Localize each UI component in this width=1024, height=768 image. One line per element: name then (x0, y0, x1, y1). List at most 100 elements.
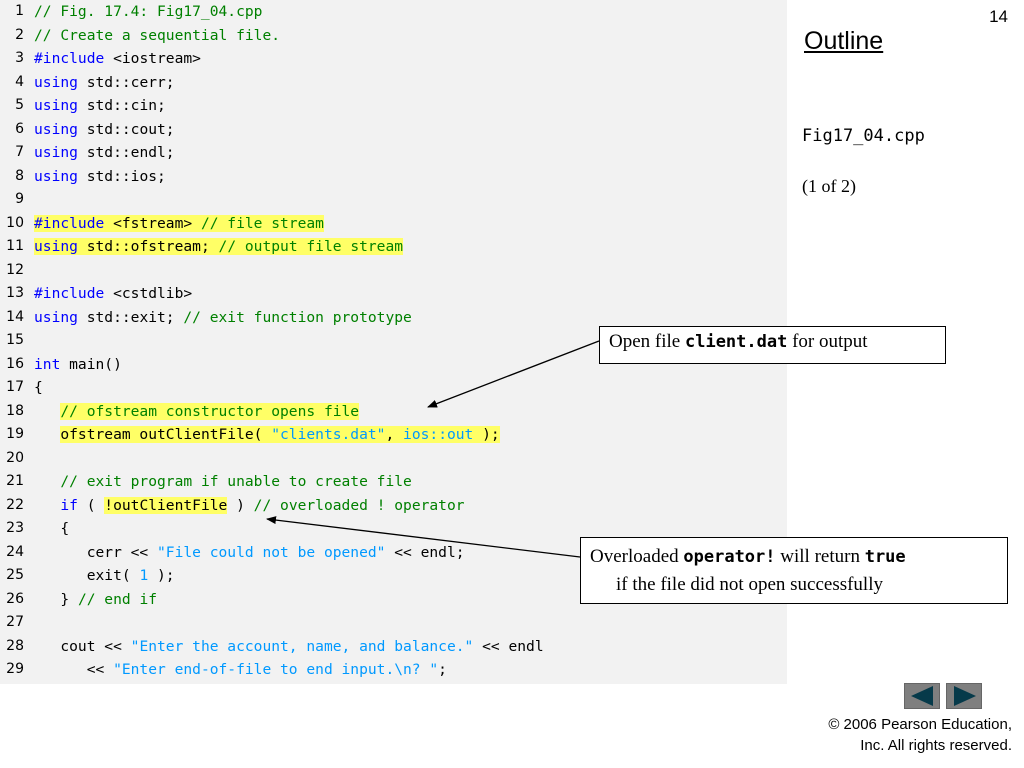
line-number: 15 (6, 332, 24, 348)
arrow-to-constructor (427, 340, 600, 408)
callout-text: will return (775, 546, 865, 567)
line-code: int main() (34, 353, 122, 377)
code-token: // overloaded ! operator (253, 496, 465, 514)
callout-open-file: Open file client.dat for output (599, 326, 946, 364)
code-token: int (34, 355, 61, 373)
code-line: 11 using std::ofstream; // output file st… (0, 235, 787, 259)
code-line: 24 cerr << "File could not be opened" <<… (0, 541, 787, 565)
line-number: 3 (15, 50, 24, 66)
next-slide-button[interactable] (946, 683, 982, 709)
line-number: 11 (6, 238, 24, 254)
code-token: using (34, 167, 78, 185)
code-token: // end if (77, 590, 158, 608)
callout-text: Overloaded (590, 546, 684, 567)
code-token: !outClientFile (104, 496, 228, 514)
line-code: #include <iostream> (34, 47, 201, 71)
code-token: ofstream outClientFile( (60, 426, 272, 443)
code-token: std::cout; (77, 120, 175, 138)
code-token: , (385, 426, 404, 443)
file-name: Fig17_04.cpp (802, 126, 925, 146)
line-code: using std::ofstream; // output file stre… (34, 235, 404, 259)
code-token: "clients.dat" (271, 426, 386, 443)
line-code: using std::cout; (34, 118, 175, 142)
callout-code: true (864, 547, 906, 567)
line-number: 14 (6, 308, 24, 325)
arrow-to-operator (266, 516, 581, 558)
line-code: using std::endl; (34, 141, 175, 165)
code-token: ; (438, 661, 447, 678)
previous-slide-button[interactable] (904, 683, 940, 709)
code-token: // output file stream (218, 238, 404, 255)
code-token: std::cerr; (77, 73, 175, 91)
line-number: 10 (6, 214, 24, 231)
line-code: // ofstream constructor opens file (34, 400, 360, 424)
code-token: <fstream> (104, 214, 201, 232)
code-token: using (34, 97, 78, 114)
code-token: ( (77, 496, 105, 514)
code-token: cerr << (34, 543, 158, 561)
callout-operator: Overloaded operator! will return true if… (580, 537, 1008, 604)
code-line: 15 (0, 329, 787, 353)
line-code: cerr << "File could not be opened" << en… (34, 541, 465, 565)
line-number: 20 (6, 449, 24, 466)
page-indicator: (1 of 2) (802, 176, 856, 196)
line-number: 28 (6, 637, 24, 654)
line-code: using std::cin; (34, 94, 166, 118)
line-code: { (34, 517, 69, 541)
code-token: << endl; (385, 543, 465, 561)
code-token: std::cin; (77, 97, 166, 114)
code-token: "Enter end-of-file to end input.\n? " (113, 661, 439, 678)
copyright-line: © 2006 Pearson Education, (828, 716, 1012, 733)
line-code: using std::exit; // exit function protot… (34, 306, 412, 330)
line-number: 1 (15, 3, 24, 19)
code-token: } (34, 590, 78, 608)
code-line: 20 (0, 447, 787, 471)
code-line: 17 { (0, 376, 787, 400)
line-number: 24 (6, 543, 24, 560)
code-token: std::ios; (77, 167, 166, 185)
code-token: 1 (139, 567, 149, 584)
outline-link[interactable]: Outline (804, 27, 884, 55)
line-number: 29 (6, 661, 24, 677)
line-number: 19 (6, 426, 24, 442)
code-line: 29 << "Enter end-of-file to end input.\n… (0, 658, 787, 682)
left-triangle-icon (911, 686, 933, 706)
code-token: main() (60, 355, 122, 373)
code-line: 2// Create a sequential file. (0, 24, 787, 48)
line-number: 13 (6, 285, 24, 301)
line-code: #include <fstream> // file stream (34, 212, 324, 236)
callout-text: Open file (609, 331, 685, 352)
code-token: { (34, 379, 43, 396)
code-token: std::endl; (77, 144, 175, 161)
line-code: exit( 1 ); (34, 564, 175, 588)
code-token: << (34, 661, 114, 678)
code-line: 25 exit( 1 ); (0, 564, 787, 588)
code-line: 21 // exit program if unable to create f… (0, 470, 787, 494)
code-line: 27 (0, 611, 787, 635)
code-token: ); (473, 426, 500, 443)
callout-text: if the file did not open successfully (616, 574, 883, 595)
code-token: ) (227, 496, 254, 514)
code-token: // file stream (200, 214, 324, 232)
line-code: // Create a sequential file. (34, 24, 280, 48)
code-token: <iostream> (104, 50, 201, 67)
line-number: 27 (6, 614, 24, 630)
code-token: // Create a sequential file. (34, 26, 281, 44)
callout-text: for output (787, 331, 868, 352)
code-token: #include (34, 214, 105, 232)
code-token: ); (148, 567, 175, 584)
code-token: // exit program if unable to create file (60, 473, 412, 490)
line-number: 25 (6, 567, 24, 583)
line-number: 17 (6, 379, 24, 395)
code-line: 13#include <cstdlib> (0, 282, 787, 306)
line-code: } // end if (34, 588, 157, 612)
code-token: // exit function prototype (183, 308, 412, 326)
line-code: ofstream outClientFile( "clients.dat", i… (34, 423, 500, 447)
line-code: // Fig. 17.4: Fig17_04.cpp (34, 0, 262, 24)
line-number: 23 (6, 520, 24, 536)
